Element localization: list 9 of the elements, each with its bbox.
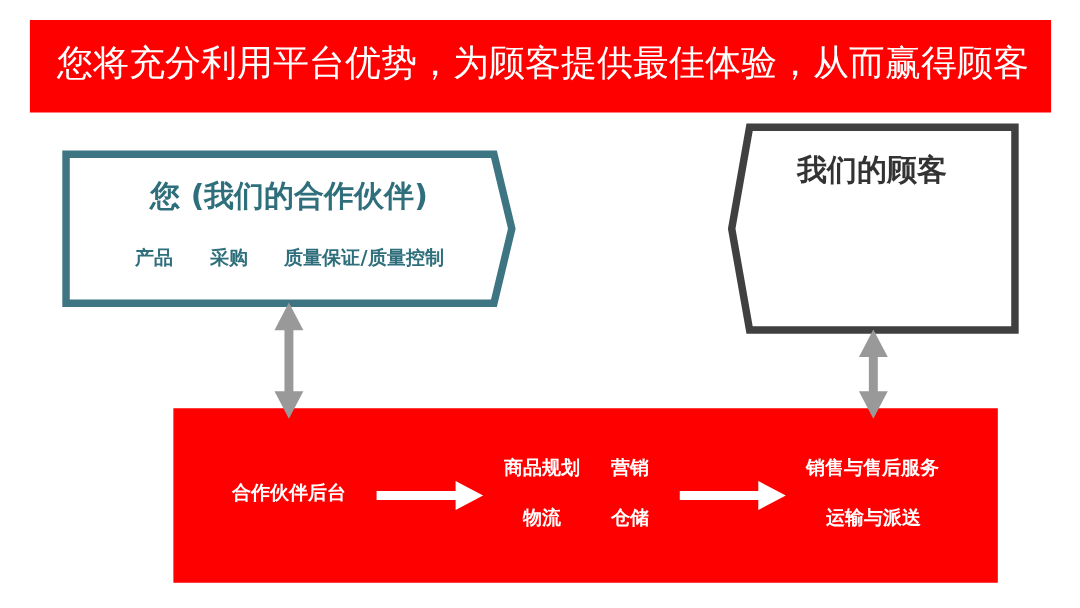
- arrow: [376, 481, 483, 510]
- cluster: [172, 408, 998, 583]
- node-text: 商品规划 营销 物流 仓储: [503, 455, 649, 530]
- arrow: [858, 329, 888, 419]
- arrow: [274, 302, 303, 419]
- node-text: 销售与售后服务 运输与派送: [805, 455, 939, 530]
- diagram-title: 您将充分利用平台优势，为顾客提供最佳体验，从而赢得顾客: [56, 42, 1029, 84]
- node-text: 合作伙伴后台: [231, 481, 346, 505]
- arrow: [679, 481, 786, 510]
